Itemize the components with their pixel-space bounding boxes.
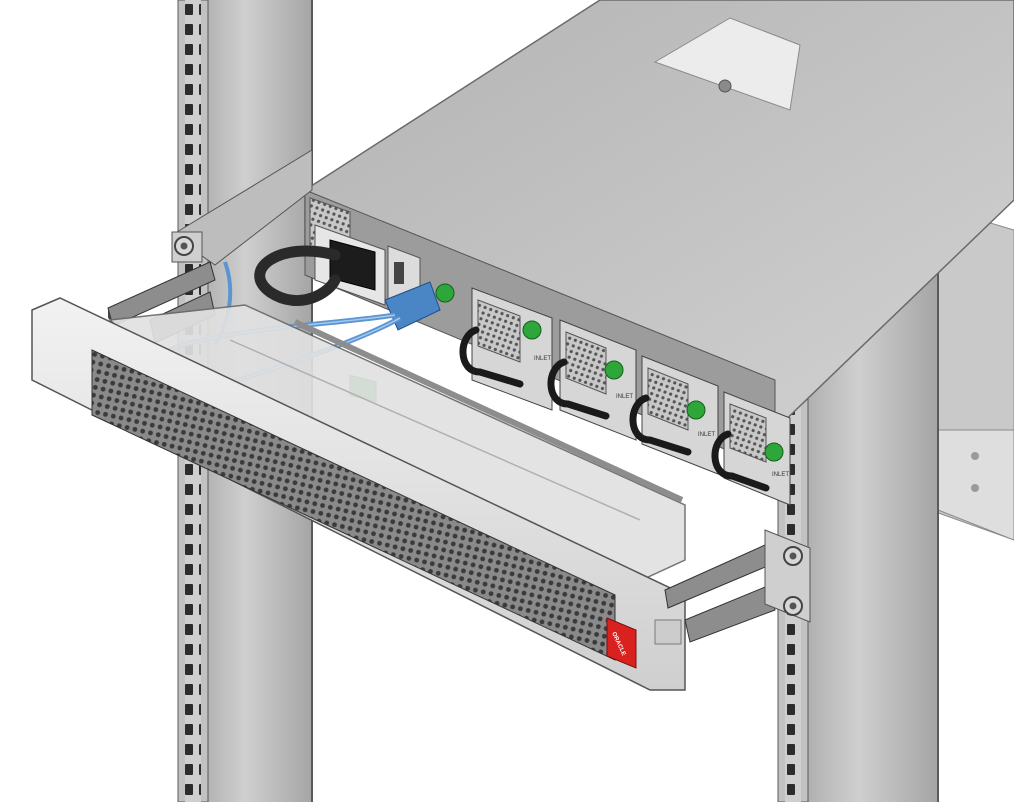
psu-4-label: INLET [772, 472, 789, 478]
front-bezel: ORACLE [31, 297, 686, 691]
power-supply-2: INLET [547, 319, 637, 441]
adjacent-server [929, 204, 1014, 541]
power-supply-3: INLET [629, 355, 719, 475]
right-slide-rails [664, 529, 811, 643]
psu-3-label: INLET [698, 432, 715, 438]
psu-1-label: INLET [534, 356, 551, 362]
power-supply-4: INLET [711, 391, 791, 506]
power-supply-1: INLET [459, 287, 553, 411]
psu-2-label: INLET [616, 394, 633, 400]
